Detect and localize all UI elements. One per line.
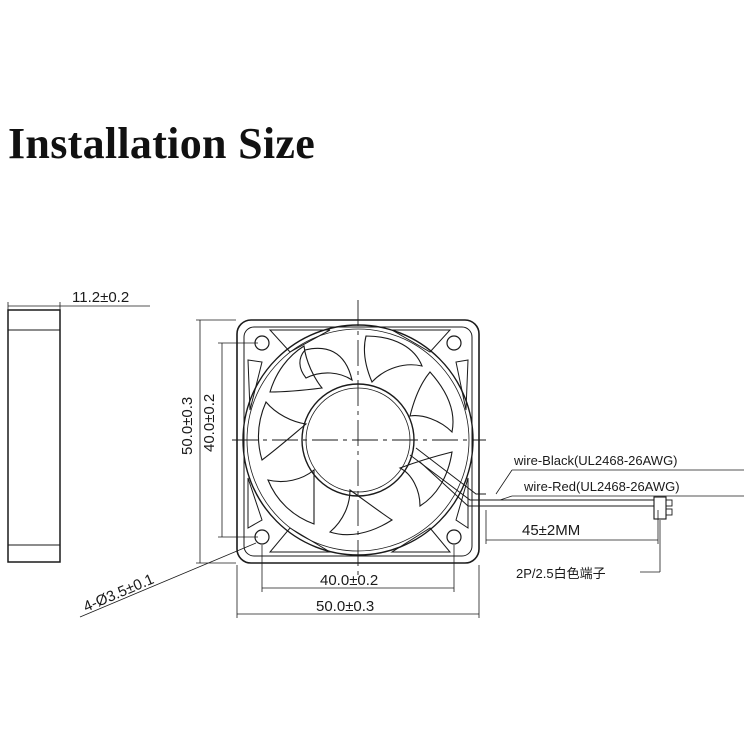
horizontal-dimension-lines <box>79 542 480 618</box>
outer-height-dimension: 50.0±0.3 <box>179 397 196 455</box>
wire-lines <box>485 469 744 573</box>
mounting-hole-bottom-right <box>446 529 462 545</box>
wire-length-dimension: 45±2MM <box>522 522 580 539</box>
thickness-dimension: 11.2±0.2 <box>72 289 129 306</box>
page-title: Installation Size <box>8 119 316 168</box>
connector-label: 2P/2.5白色端子 <box>516 566 606 581</box>
vertical-dimension-lines <box>196 319 258 564</box>
mounting-hole-top-right <box>446 335 462 351</box>
outer-width-dimension: 50.0±0.3 <box>316 598 374 615</box>
red-wire-label: wire-Red(UL2468-26AWG) <box>523 479 680 494</box>
mounting-hole-dimension: 4-Ø3.5±0.1 <box>81 571 157 616</box>
fan-side-view <box>7 302 150 563</box>
hole-spacing-vertical-dimension: 40.0±0.2 <box>201 394 218 452</box>
hole-spacing-horizontal-dimension: 40.0±0.2 <box>320 572 378 589</box>
connector-housing <box>653 496 667 520</box>
black-wire-label: wire-Black(UL2468-26AWG) <box>513 453 678 468</box>
fan-front-view <box>232 300 486 578</box>
